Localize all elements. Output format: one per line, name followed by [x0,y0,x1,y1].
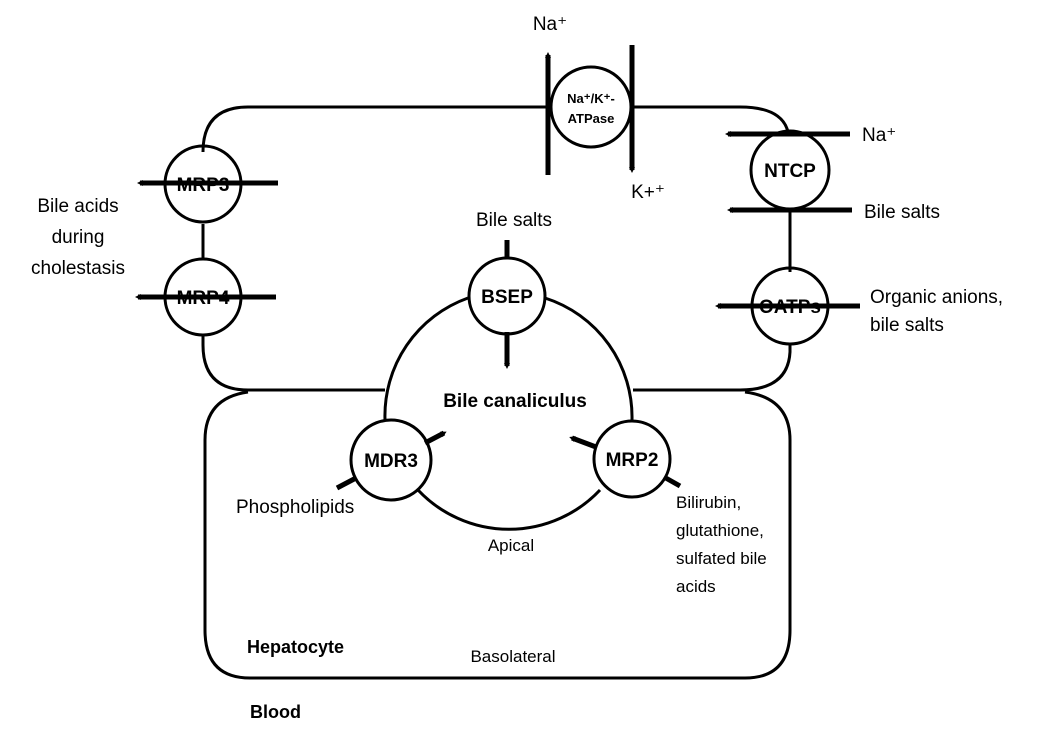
basolateral-label: Basolateral [470,647,555,666]
ntcp-label: NTCP [764,161,816,182]
mdr3-transporter[interactable]: MDR3 [335,418,447,502]
mrp2-arrow [569,435,597,450]
k-in-label: K+⁺ [631,182,665,203]
na-k-atpase-label-2: ATPase [568,111,615,126]
mdr3-arrow [423,430,447,446]
mrp2-input-line [662,474,682,489]
upper-cell-membrane [201,105,792,392]
mrp2-substrate-label-4: acids [676,577,716,596]
na-k-atpase-label-1: Na⁺/K⁺- [567,91,615,106]
blood-label: Blood [250,702,301,722]
mdr3-label: MDR3 [364,451,418,472]
mrp34-substrate-label-2: during [52,227,105,248]
mrp3-transporter[interactable]: MRP3 [137,144,278,224]
oatps-substrate-label-1: Organic anions, [870,287,1003,308]
phospholipids-label: Phospholipids [236,497,354,518]
bsep-bile-salts-label: Bile salts [476,210,552,231]
canaliculus-label: Bile canaliculus [443,391,587,412]
oatps-transporter[interactable]: OATPs [715,266,860,346]
mrp2-transporter[interactable]: MRP2 [569,419,682,499]
mdr3-input-line [335,475,358,491]
bsep-label: BSEP [481,287,533,308]
apical-label: Apical [488,536,534,555]
ntcp-bile-salts-label: Bile salts [864,202,940,223]
ntcp-transporter[interactable]: NTCP [725,129,852,213]
canaliculus-membrane [383,296,634,531]
oatps-substrate-label-2: bile salts [870,315,944,336]
mrp2-substrate-label-3: sulfated bile [676,549,767,568]
mrp34-substrate-label-1: Bile acids [37,196,118,217]
na-k-atpase-transporter[interactable]: Na⁺/K⁺- ATPase [545,45,635,175]
mrp4-transporter[interactable]: MRP4 [135,257,276,337]
mrp2-substrate-label-1: Bilirubin, [676,493,741,512]
mrp3-label: MRP3 [177,175,230,196]
bsep-transporter[interactable]: BSEP [467,240,547,369]
hepatocyte-membrane [203,390,792,680]
mrp2-label: MRP2 [606,450,659,471]
mrp4-label: MRP4 [177,288,230,309]
ntcp-na-label: Na⁺ [862,125,896,146]
na-out-label: Na⁺ [533,14,567,35]
oatps-label: OATPs [759,297,821,318]
mrp34-substrate-label-3: cholestasis [31,258,125,279]
hepatocyte-label: Hepatocyte [247,637,344,657]
mrp2-substrate-label-2: glutathione, [676,521,764,540]
